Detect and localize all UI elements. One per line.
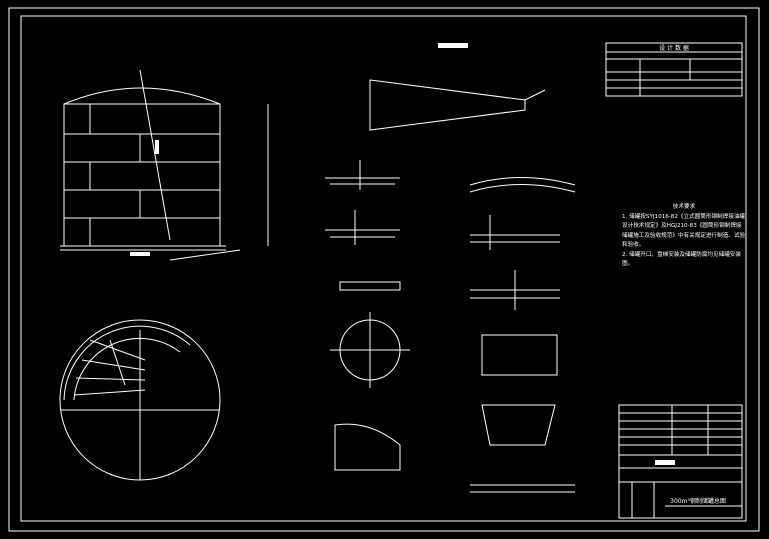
design-data-table: 设 计 数 据 (605, 42, 743, 97)
outer-border (8, 7, 760, 532)
technical-requirements: 技术要求 1. 储罐按SYJ1016-82《立式圆筒形钢制焊接油罐设计技术规定》… (622, 203, 746, 270)
design-data-title: 设 计 数 据 (659, 44, 689, 52)
drawing-frame (20, 15, 747, 522)
tank-plan-view (59, 319, 221, 481)
drawing-title: 300m³钢制储罐总图 (670, 497, 726, 505)
cone-detail (369, 43, 546, 131)
node-details (325, 160, 576, 493)
tech-requirement-item: 2. 储罐开口、盘梯安装及储罐防腐均见储罐安装图。 (622, 251, 741, 268)
tech-requirement-item: 1. 储罐按SYJ1016-82《立式圆筒形钢制焊接油罐设计技术规定》及HGJ2… (622, 213, 746, 249)
tank-elevation-view (60, 69, 269, 261)
tech-requirements-title: 技术要求 (672, 204, 696, 210)
title-block: 300m³钢制储罐总图 (618, 404, 743, 519)
